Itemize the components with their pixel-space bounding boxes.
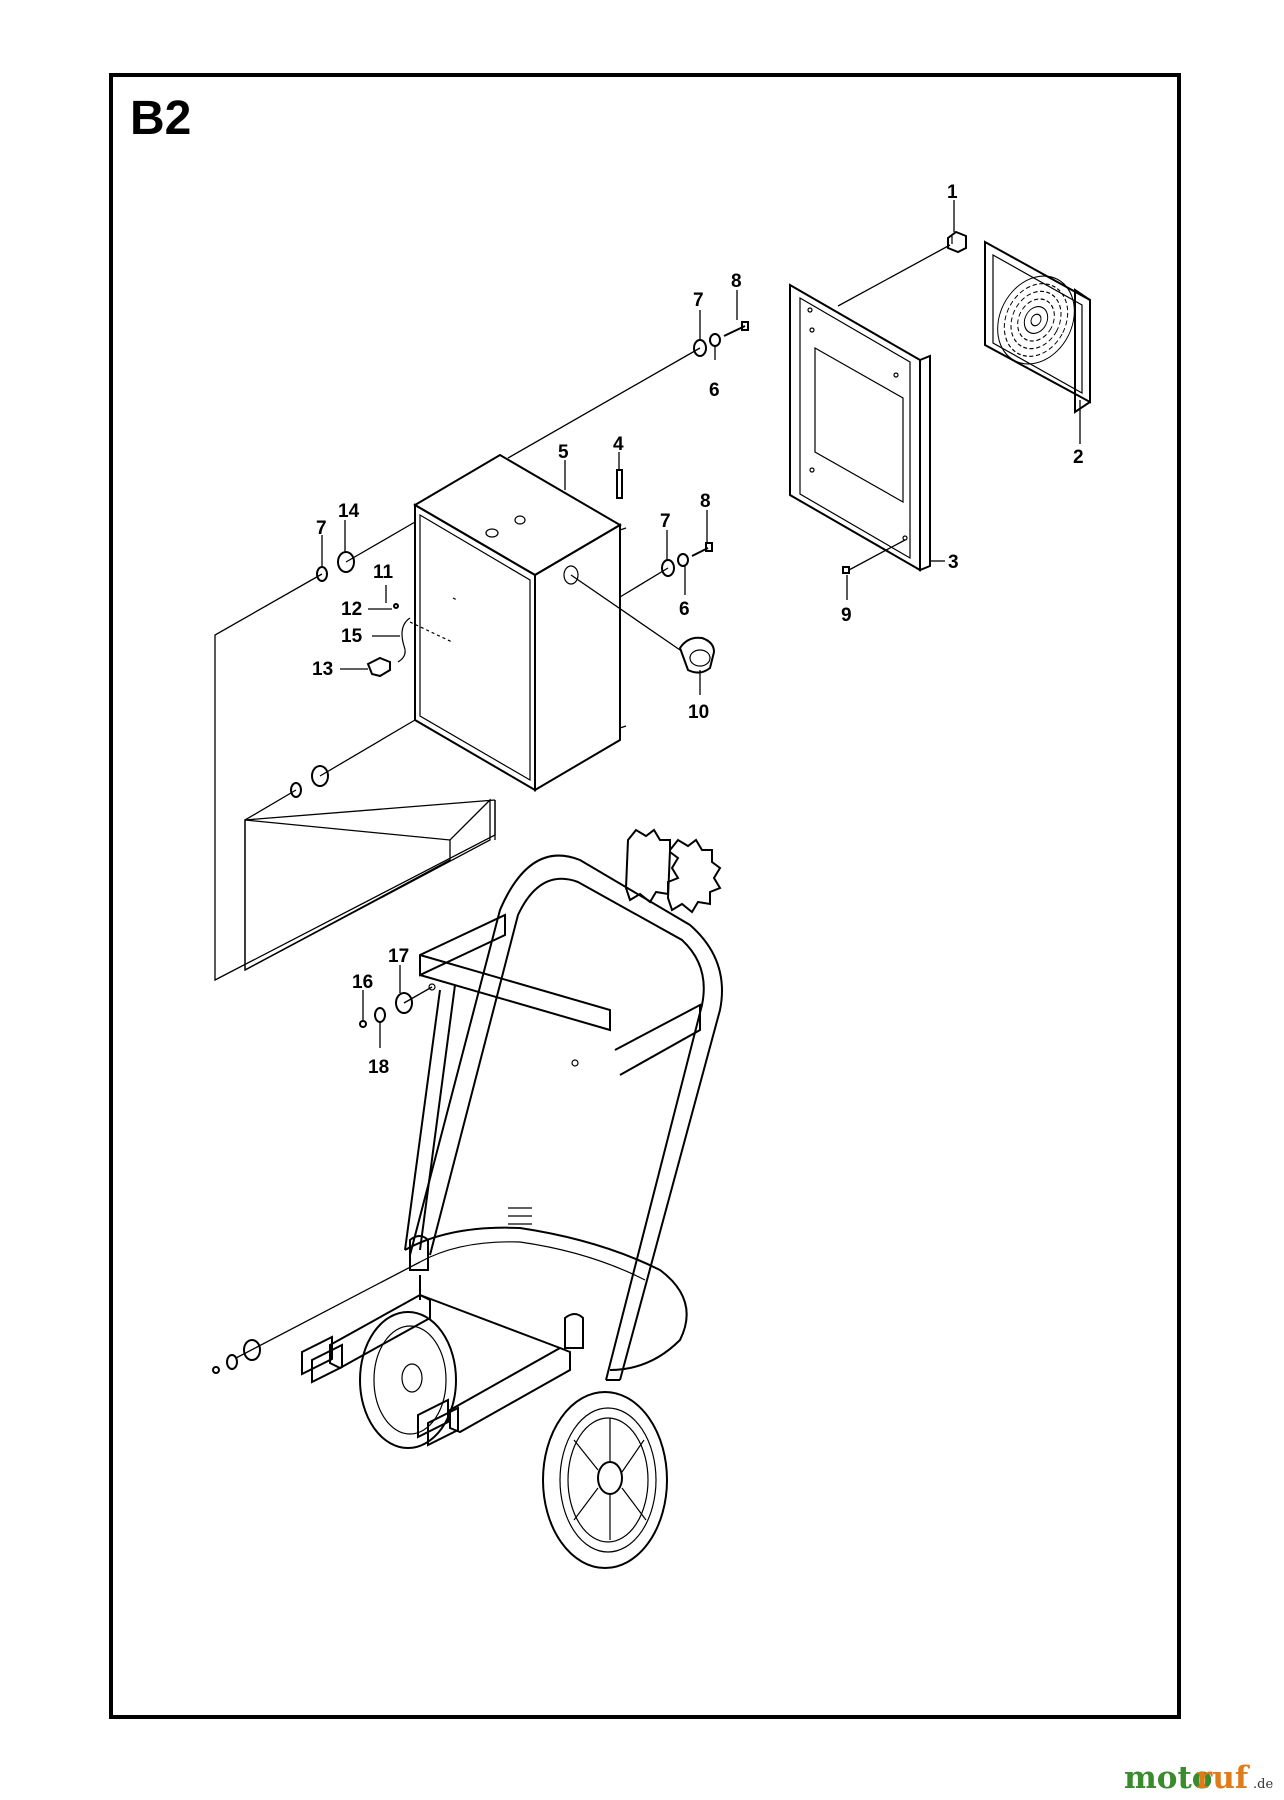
label-part-7-left: 7 (316, 518, 327, 539)
label-part-8-upper: 8 (731, 271, 742, 292)
lock-part (570, 574, 716, 674)
fastener-set-left (316, 551, 355, 582)
part-labels: 1 2 3 4 5 6 6 7 7 7 8 8 9 10 11 12 13 14… (312, 182, 1084, 1078)
trolley-part (212, 828, 723, 1569)
label-part-7-middle: 7 (660, 511, 671, 532)
bracket-outline (214, 573, 496, 982)
diagram-border (109, 73, 1181, 1719)
label-part-9: 9 (841, 605, 852, 626)
small-hardware (366, 603, 453, 678)
label-part-15: 15 (341, 626, 363, 647)
label-part-13: 13 (312, 659, 333, 680)
clip-part (947, 230, 967, 254)
label-part-5: 5 (558, 442, 569, 463)
watermark-text-b: ruf (1196, 1760, 1250, 1796)
label-part-1: 1 (947, 182, 958, 203)
label-part-17: 17 (388, 946, 409, 967)
label-part-14: 14 (338, 501, 360, 522)
label-part-18: 18 (368, 1057, 389, 1078)
label-part-2: 2 (1073, 447, 1084, 468)
watermark-text-a: moto (1124, 1760, 1212, 1796)
door-frame-part (789, 283, 931, 572)
watermark-logo: moto ruf .de (1124, 1760, 1273, 1796)
label-part-11: 11 (373, 562, 394, 583)
cabinet-part (413, 453, 627, 792)
leader-lines (321, 200, 1081, 1048)
section-title: B2 (130, 92, 191, 145)
fastener-set-upper (693, 321, 749, 357)
watermark-suffix: .de (1253, 1777, 1273, 1792)
label-part-6-upper: 6 (709, 380, 720, 401)
fan-grille-part (984, 240, 1091, 414)
label-part-8-middle: 8 (700, 491, 711, 512)
label-part-4: 4 (613, 434, 624, 455)
label-part-6-middle: 6 (679, 599, 690, 620)
label-part-7-upper: 7 (693, 290, 704, 311)
fastener-set-middle (661, 542, 713, 577)
label-part-16: 16 (352, 972, 373, 993)
label-part-3: 3 (948, 552, 959, 573)
label-part-10: 10 (688, 702, 709, 723)
label-part-12: 12 (341, 599, 362, 620)
